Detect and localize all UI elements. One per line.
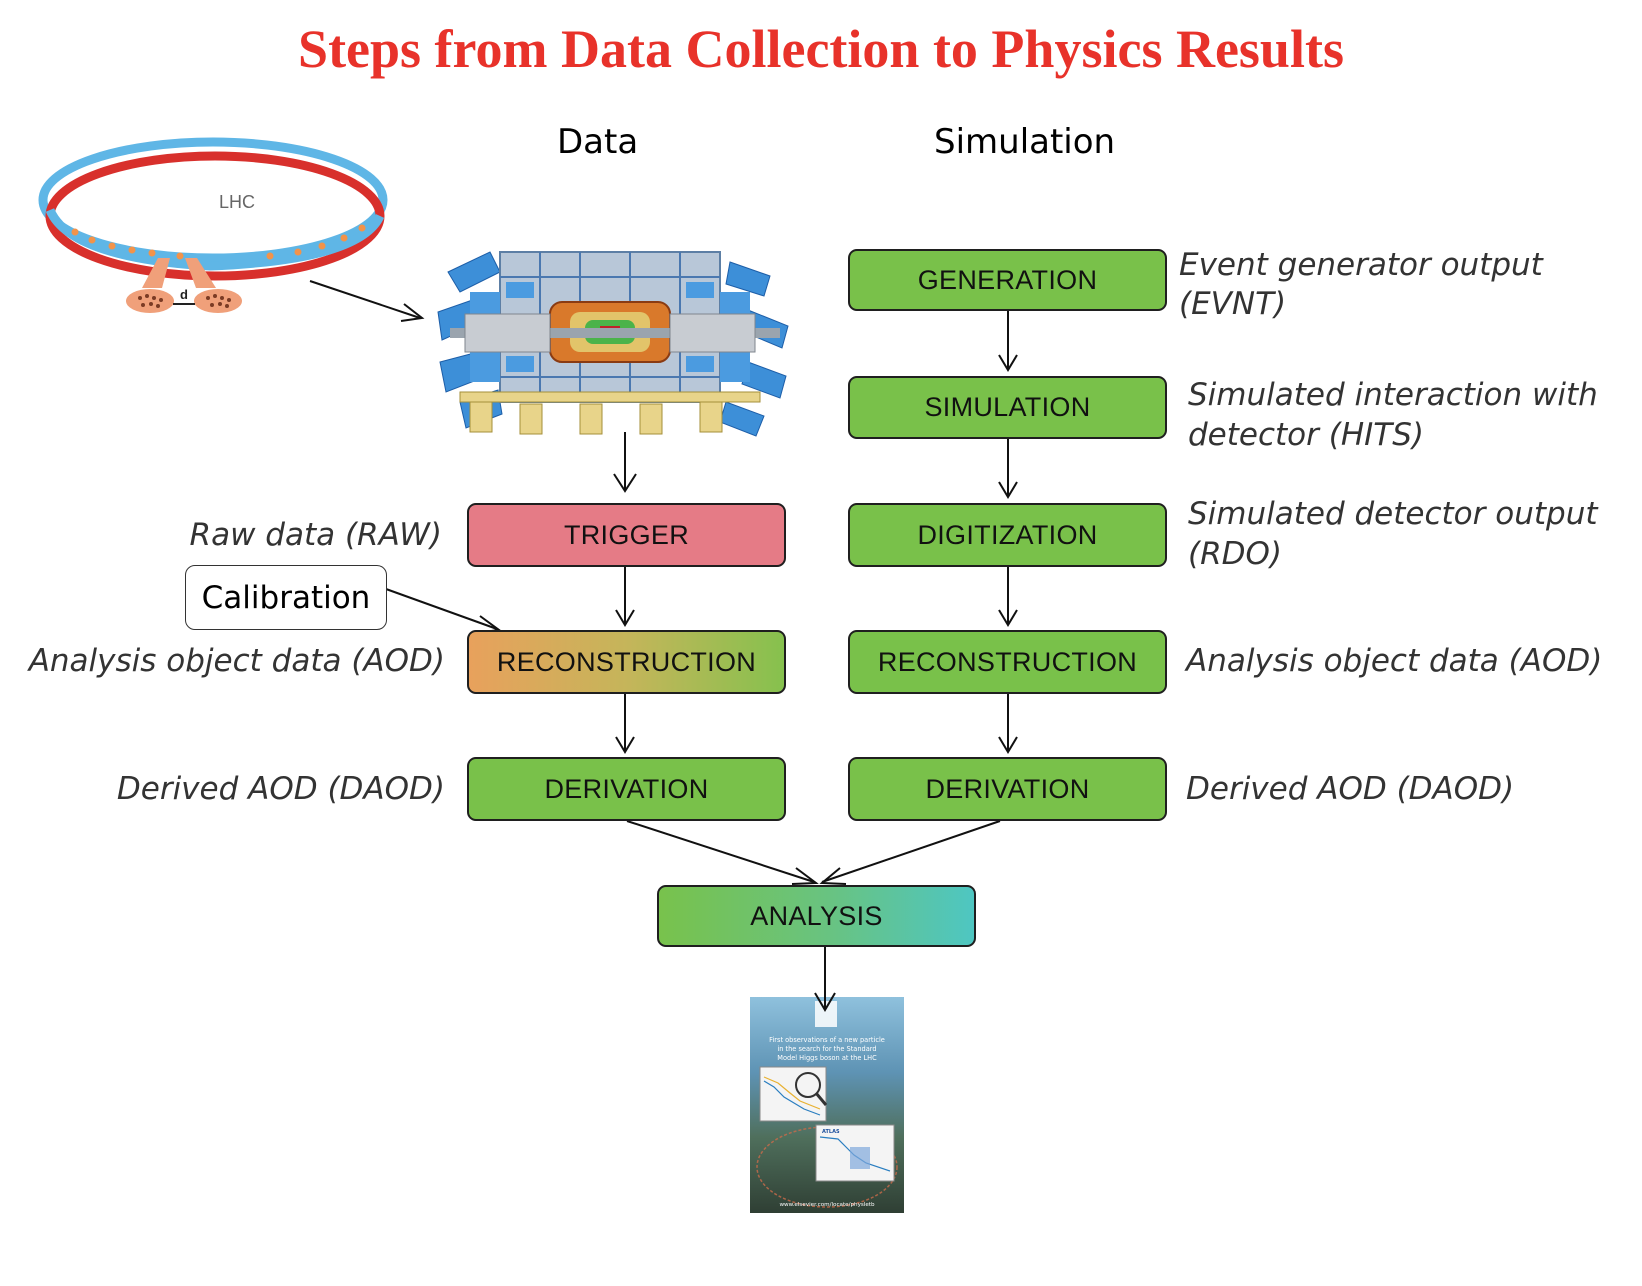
calibration-box: Calibration xyxy=(185,565,387,630)
journal-headline-3: Model Higgs boson at the LHC xyxy=(777,1054,877,1062)
journal-cover-image: First observations of a new particle in … xyxy=(750,997,904,1213)
generation-box: GENERATION xyxy=(848,249,1167,311)
data-derivation-box: DERIVATION xyxy=(467,757,786,821)
digitization-box: DIGITIZATION xyxy=(848,503,1167,567)
label-data-aod: Analysis object data (AOD) xyxy=(28,643,445,679)
arrow-lhc-to-detector xyxy=(309,280,421,319)
sim-reconstruction-box: RECONSTRUCTION xyxy=(848,630,1167,694)
page-title: Steps from Data Collection to Physics Re… xyxy=(298,19,1344,79)
trigger-box: TRIGGER xyxy=(467,503,786,567)
data-reconstruction-box: RECONSTRUCTION xyxy=(467,630,786,694)
sim-derivation-box: DERIVATION xyxy=(848,757,1167,821)
journal-inset-label: ATLAS xyxy=(822,1129,840,1135)
label-evnt-line1: Event generator output xyxy=(1179,247,1543,283)
label-hits-line1: Simulated interaction with xyxy=(1188,377,1598,413)
label-evnt-line2: (EVNT) xyxy=(1179,286,1287,322)
label-hits-line2: detector (HITS) xyxy=(1188,417,1424,453)
simulation-box: SIMULATION xyxy=(848,376,1167,439)
analysis-box: ANALYSIS xyxy=(657,885,976,947)
column-header-simulation: Simulation xyxy=(934,122,1116,162)
label-rdo-line1: Simulated detector output xyxy=(1188,496,1598,532)
journal-headline-2: in the search for the Standard xyxy=(777,1045,876,1053)
lhc-label: LHC xyxy=(219,192,255,212)
journal-footer-url: www.elsevier.com/locate/physletb xyxy=(779,1202,875,1208)
lhc-ring-illustration: d LHC xyxy=(38,137,388,313)
atlas-detector-illustration xyxy=(437,251,789,437)
label-sim-daod: Derived AOD (DAOD) xyxy=(1186,771,1515,807)
arrow-calibration xyxy=(385,588,498,630)
lhc-distance-label: d xyxy=(180,287,188,302)
label-raw-data: Raw data (RAW) xyxy=(189,517,442,553)
journal-headline-1: First observations of a new particle xyxy=(769,1036,885,1044)
column-header-data: Data xyxy=(557,122,639,162)
label-rdo-line2: (RDO) xyxy=(1188,536,1282,572)
label-data-daod: Derived AOD (DAOD) xyxy=(116,771,445,807)
label-sim-aod: Analysis object data (AOD) xyxy=(1186,643,1603,679)
